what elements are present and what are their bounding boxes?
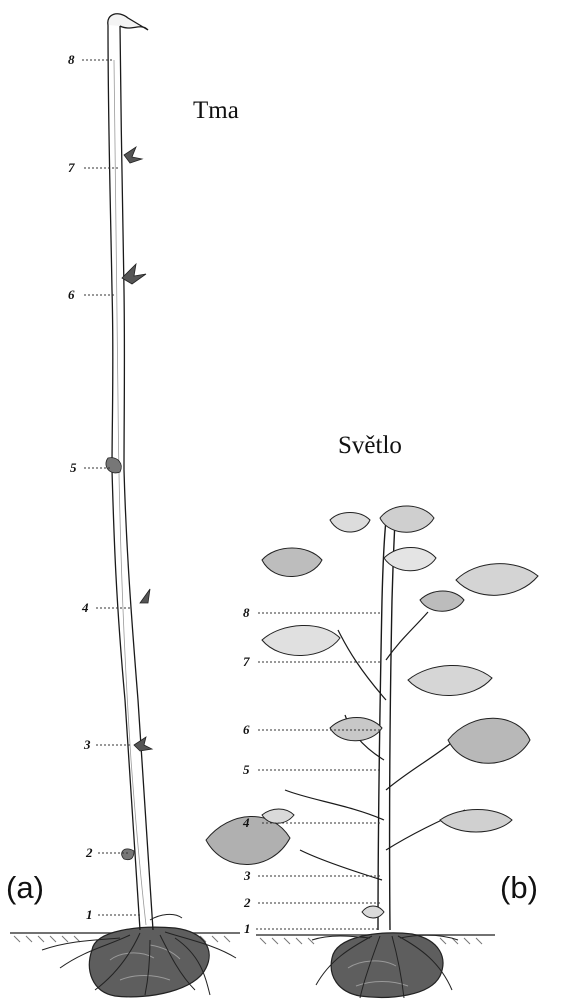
node-label-b: 4 [242, 815, 250, 830]
leaf-b [330, 718, 382, 741]
tuber-b [331, 933, 443, 998]
node-label-a: 2 [85, 845, 93, 860]
leaf-b [456, 564, 538, 596]
node-label-a: 1 [86, 907, 93, 922]
leaf-b [262, 625, 340, 655]
node-label-b: 5 [243, 762, 250, 777]
dark-grown-plant: 8 7 6 5 4 3 2 1 [10, 14, 240, 997]
node-label-a: 3 [83, 737, 91, 752]
panel-label-b: (b) [500, 870, 538, 906]
leaf-b [262, 548, 322, 577]
node-label-b: 1 [244, 921, 251, 936]
shoot-tip-a [108, 14, 148, 30]
title-light: Světlo [338, 432, 402, 460]
panel-label-a: (a) [6, 870, 44, 906]
leaf-b [440, 810, 512, 833]
title-dark: Tma [193, 97, 239, 125]
node-label-a: 8 [68, 52, 75, 67]
node-label-a: 6 [68, 287, 75, 302]
leaf-b [448, 718, 530, 763]
node-label-a: 4 [81, 600, 89, 615]
leaf-b [408, 665, 492, 695]
leaf-b [330, 513, 370, 533]
leaf-b [420, 591, 464, 611]
node-label-b: 8 [243, 605, 250, 620]
node-label-b: 6 [243, 722, 250, 737]
leaf-b [380, 506, 434, 532]
leaf-b [384, 548, 436, 571]
leaf-b [362, 906, 384, 918]
node-label-b: 3 [243, 868, 251, 883]
node-label-a: 5 [70, 460, 77, 475]
node-label-b: 7 [243, 654, 250, 669]
node-label-a: 7 [68, 160, 75, 175]
node-label-b: 2 [243, 895, 251, 910]
light-grown-plant: 8 7 6 5 4 3 2 1 [206, 506, 538, 998]
